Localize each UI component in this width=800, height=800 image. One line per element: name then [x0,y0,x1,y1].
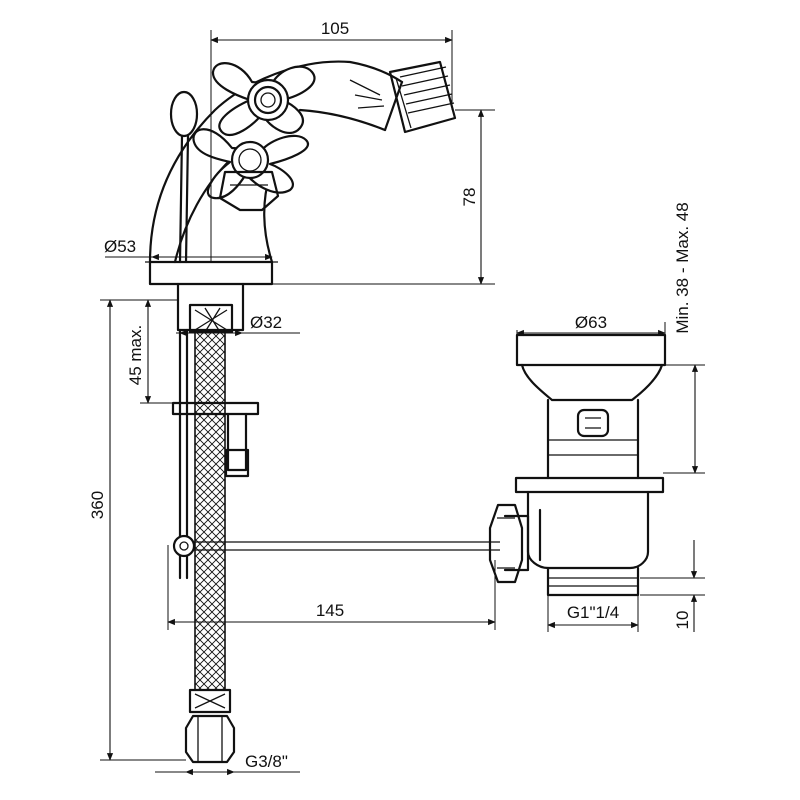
mounting-plate [171,401,260,478]
cross-handle-lower [192,128,310,212]
dim-label-min38-max48: Min. 38 - Max. 48 [673,202,692,333]
dim-label-145: 145 [316,601,344,620]
dim-label-d32: Ø32 [250,313,282,332]
dim-label-d63: Ø63 [575,313,607,332]
lever-knob [169,90,199,264]
dim-label-g1-1-4: G1"1/4 [567,603,619,622]
dim-label-78: 78 [460,188,479,207]
dimension-lines [100,30,705,776]
dim-label-45max: 45 max. [126,325,145,385]
threaded-rod [172,328,196,580]
dim-label-10: 10 [673,611,692,630]
nozzle [349,60,457,134]
waste-assembly [488,333,667,597]
pop-up-rod [194,541,500,551]
dim-label-105: 105 [321,19,349,38]
cross-handle-upper [211,62,316,136]
shank [176,282,245,334]
braided-hose [184,331,236,764]
dim-label-g38: G3/8" [245,752,288,771]
dim-label-360: 360 [88,491,107,519]
dim-label-d53: Ø53 [104,237,136,256]
